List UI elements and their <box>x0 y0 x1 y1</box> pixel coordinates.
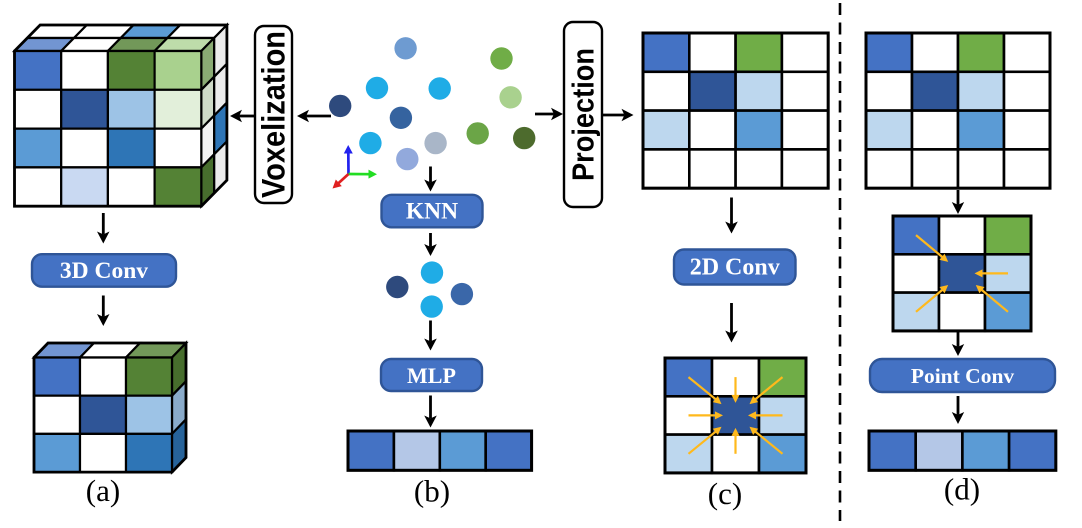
svg-text:3D Conv: 3D Conv <box>60 258 148 284</box>
svg-text:Point Conv: Point Conv <box>911 364 1015 388</box>
svg-text:MLP: MLP <box>407 363 456 388</box>
svg-text:Projection: Projection <box>566 48 601 181</box>
svg-text:KNN: KNN <box>406 199 458 225</box>
svg-text:(b): (b) <box>414 474 450 509</box>
svg-text:Voxelization: Voxelization <box>256 31 292 198</box>
svg-text:(a): (a) <box>86 473 120 508</box>
svg-text:2D Conv: 2D Conv <box>690 255 780 281</box>
svg-text:(c): (c) <box>708 476 742 511</box>
svg-text:(d): (d) <box>944 472 980 507</box>
